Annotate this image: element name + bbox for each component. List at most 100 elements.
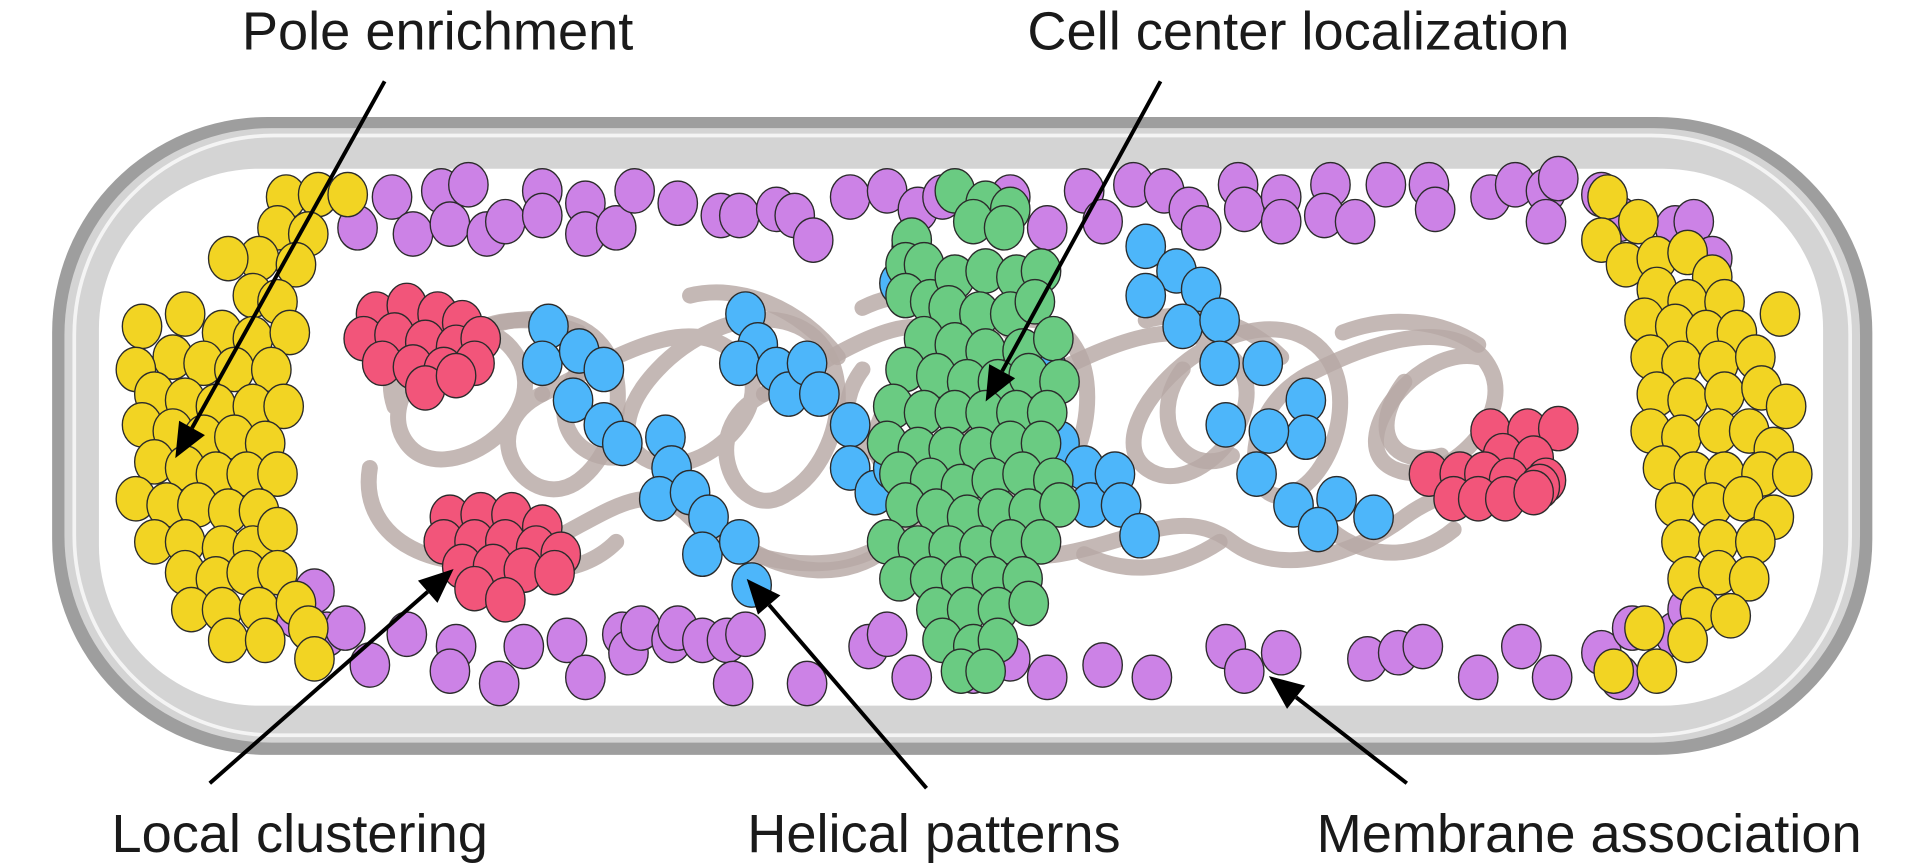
label-helical-patterns: Helical patterns <box>747 804 1120 864</box>
helical-particle <box>552 377 594 424</box>
membrane-particle <box>866 611 908 658</box>
leader-line <box>767 603 929 790</box>
membrane-particle <box>448 161 489 208</box>
pole-particle <box>1667 617 1708 664</box>
pole-particle <box>263 383 305 430</box>
helical-particle <box>1353 494 1394 541</box>
pole-particle <box>327 171 369 218</box>
membrane-particle <box>324 605 366 651</box>
membrane-particle <box>565 654 606 701</box>
membrane-particle <box>786 660 828 707</box>
helical-particle <box>1199 340 1241 387</box>
cluster-particle <box>484 576 526 623</box>
membrane-particle <box>1457 654 1499 701</box>
helical-particle <box>1236 451 1277 497</box>
pole-particle <box>257 451 298 497</box>
protein-particles <box>115 155 1813 707</box>
arrow-center <box>985 80 1163 402</box>
helical-particle <box>1285 414 1327 461</box>
membrane-particle <box>521 192 563 239</box>
membrane-particle <box>718 192 760 239</box>
pole-particle <box>1765 383 1807 430</box>
pole-particle <box>244 617 286 664</box>
membrane-particle <box>1223 186 1265 233</box>
membrane-particle <box>1131 654 1173 701</box>
label-pole-enrichment: Pole enrichment <box>242 1 633 61</box>
label-local-clustering: Local clustering <box>111 804 487 864</box>
pole-particle-group <box>115 171 1813 695</box>
helical-particle <box>1119 512 1160 559</box>
membrane-particle <box>1082 642 1124 688</box>
membrane-particle <box>891 654 933 701</box>
pole-particle <box>1771 451 1813 497</box>
arrow-pole <box>175 80 387 459</box>
membrane-particle <box>386 611 428 658</box>
pole-particle <box>269 309 311 356</box>
membrane-particle <box>371 174 413 220</box>
membrane-particle <box>1500 623 1542 670</box>
cluster-particle <box>1537 405 1579 452</box>
pole-particle <box>207 617 249 664</box>
membrane-particle <box>1334 198 1376 245</box>
helical-particle <box>681 531 723 578</box>
arrow-membrane <box>1268 676 1409 785</box>
helical-particle <box>718 340 760 387</box>
membrane-particle <box>595 204 637 251</box>
helical-particle <box>1125 223 1167 270</box>
pole-particle <box>207 235 249 282</box>
leader-line <box>1294 695 1409 785</box>
center-particle <box>1008 580 1050 627</box>
cluster-particle <box>435 352 477 399</box>
helical-particle <box>601 420 643 467</box>
membrane-particle <box>614 168 656 214</box>
helical-particle <box>718 519 760 565</box>
arrowhead-icon <box>175 420 205 459</box>
cluster-particle-group <box>343 282 1579 623</box>
pole-particle <box>1624 605 1665 651</box>
membrane-particle <box>1531 654 1573 701</box>
center-particle <box>965 648 1007 695</box>
pole-particle <box>294 636 335 682</box>
leader-line <box>1000 80 1163 373</box>
membrane-particle <box>429 648 471 695</box>
leader-line <box>208 590 430 785</box>
helical-particle <box>1242 340 1284 387</box>
pole-particle <box>1593 648 1635 695</box>
membrane-particle <box>1082 198 1124 245</box>
center-particle <box>983 204 1025 251</box>
cluster-particle <box>1513 469 1555 516</box>
arrowhead-icon <box>417 568 454 603</box>
arrowhead-icon <box>985 364 1016 402</box>
membrane-particle <box>792 217 834 263</box>
helical-particle <box>583 346 625 393</box>
leader-line <box>190 80 387 429</box>
helical-particle <box>1162 303 1204 350</box>
helical-particle <box>1205 402 1247 448</box>
membrane-particle <box>349 642 391 688</box>
label-membrane-association: Membrane association <box>1317 804 1862 864</box>
helical-particle <box>1125 272 1167 319</box>
pole-particle <box>1759 291 1801 337</box>
helical-particle <box>1297 506 1339 553</box>
label-cell-center-localization: Cell center localization <box>1027 1 1569 61</box>
membrane-particle <box>1026 654 1068 701</box>
membrane-particle <box>1365 161 1407 208</box>
arrow-helical <box>746 578 929 790</box>
membrane-particle <box>1537 155 1579 202</box>
center-particle <box>1039 482 1080 528</box>
membrane-particle <box>1260 198 1302 245</box>
arrowhead-icon <box>1268 676 1306 709</box>
membrane-particle <box>503 623 545 670</box>
helical-particle <box>1199 297 1241 344</box>
membrane-particle <box>429 201 471 247</box>
helical-particle <box>1248 408 1290 454</box>
pole-particle <box>121 303 163 350</box>
helical-particle <box>798 371 840 417</box>
membrane-particle <box>725 611 766 658</box>
center-particle <box>1032 315 1074 362</box>
membrane-particle <box>829 174 871 220</box>
pole-particle <box>1617 198 1659 245</box>
membrane-particle <box>546 617 588 664</box>
membrane-particle <box>1414 186 1456 233</box>
